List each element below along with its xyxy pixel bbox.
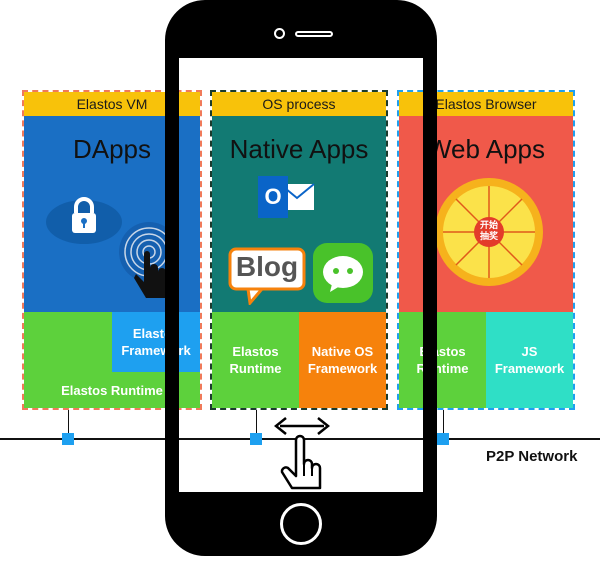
lock-cloud-icon bbox=[44, 187, 124, 247]
elastos-runtime-cell: Elastos Runtime bbox=[24, 372, 200, 408]
middle-connector bbox=[256, 410, 257, 438]
left-connector bbox=[68, 410, 69, 438]
network-node-right bbox=[437, 433, 449, 445]
native-runtime-cell: Elastos Runtime bbox=[212, 312, 299, 408]
os-process-panel: OS process Native Apps O Blog Elastos Ru… bbox=[210, 90, 388, 410]
wechat-icon bbox=[312, 242, 374, 304]
blog-icon: Blog bbox=[228, 247, 310, 307]
drag-hand-icon[interactable] bbox=[272, 412, 332, 492]
network-node-middle bbox=[250, 433, 262, 445]
dapps-heading: DApps bbox=[72, 134, 152, 164]
web-apps-heading: Web Apps bbox=[426, 134, 546, 164]
blog-label: Blog bbox=[235, 251, 299, 282]
phone-frame[interactable] bbox=[165, 0, 437, 556]
native-runtime-label: Elastos Runtime bbox=[229, 344, 282, 376]
os-process-title: OS process bbox=[212, 92, 386, 116]
js-framework-cell: JS Framework bbox=[486, 312, 573, 408]
native-os-framework-label: Native OS Framework bbox=[307, 344, 378, 376]
speaker-slot bbox=[295, 31, 333, 37]
wheel-label: 开始 抽奖 bbox=[479, 220, 498, 241]
js-framework-label: JS Framework bbox=[494, 344, 565, 376]
outlook-icon: O bbox=[258, 172, 318, 222]
p2p-network-label: P2P Network bbox=[486, 448, 578, 465]
front-camera-icon bbox=[274, 28, 285, 39]
outlook-letter: O bbox=[264, 184, 282, 209]
swipe-arrows-icon bbox=[273, 417, 331, 435]
home-button[interactable] bbox=[280, 503, 322, 545]
native-os-framework-cell: Native OS Framework bbox=[299, 312, 386, 408]
prize-wheel-icon: 开始 抽奖 bbox=[434, 177, 544, 287]
native-apps-heading: Native Apps bbox=[229, 134, 369, 164]
right-connector bbox=[443, 410, 444, 438]
network-node-left bbox=[62, 433, 74, 445]
browser-runtime-cell: Elastos Runtime bbox=[399, 312, 486, 408]
elastos-runtime-label: Elastos Runtime bbox=[61, 382, 163, 398]
